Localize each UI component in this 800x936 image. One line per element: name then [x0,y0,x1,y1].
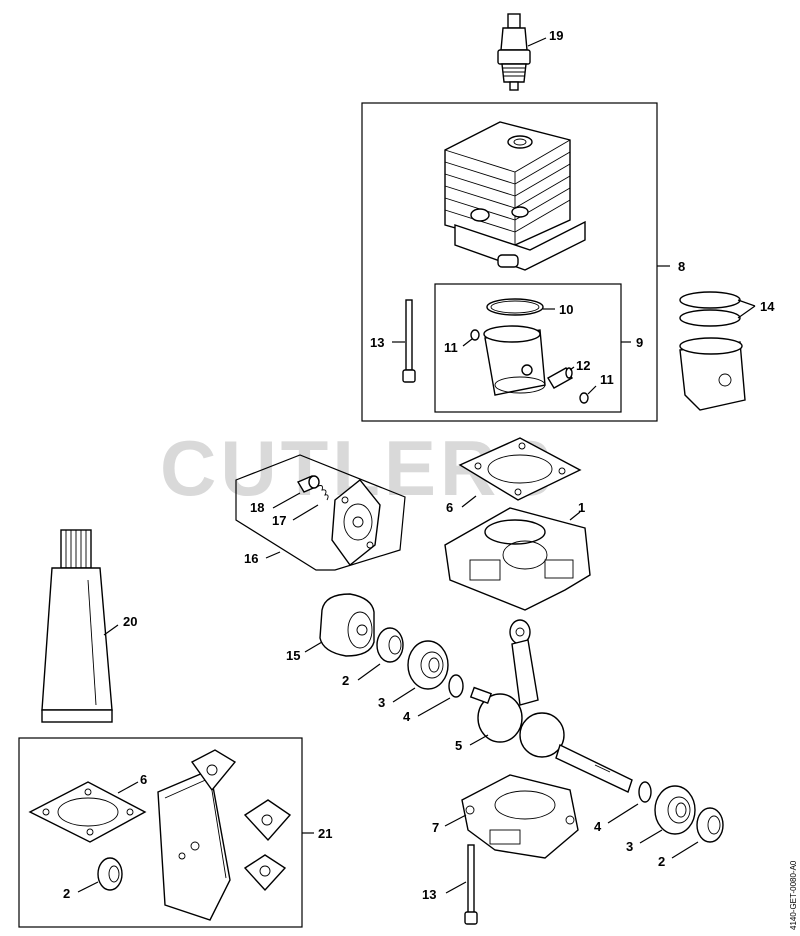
callout-18: 18 [250,500,264,515]
assembly-frame-8 [361,102,658,422]
piston [483,325,546,396]
callout-8: 8 [678,259,685,274]
callout-6: 6 [140,772,147,787]
crankcase-half-7 [461,774,579,859]
callout-13: 13 [422,887,436,902]
piston-pin [547,367,573,389]
callout-3: 3 [378,695,385,710]
callout-2: 2 [658,854,665,869]
oil-seal [376,627,404,663]
callout-21: 21 [318,826,332,841]
fan-wheel-15 [319,593,375,657]
callout-9: 9 [636,335,643,350]
oil-seal [696,807,724,843]
callout-2: 2 [342,673,349,688]
circlip [579,392,589,404]
ball-bearing [407,640,449,690]
callout-4: 4 [594,819,602,834]
callout-10: 10 [559,302,573,317]
cylinder-gasket [458,437,582,501]
assembly-frame-9 [434,283,622,413]
crankshaft [469,619,633,793]
circlip [470,329,480,341]
callout-15: 15 [286,648,300,663]
gasket-small-2 [243,799,292,842]
callout-14: 14 [760,299,775,314]
callout-19: 19 [549,28,563,43]
ball-bearing [654,785,696,835]
assembly-frame-16 [235,454,406,571]
cylinder-screw [402,299,416,383]
spring-17 [317,485,329,501]
cylinder [444,121,586,271]
callout-5: 5 [455,738,462,753]
callout-11: 11 [444,340,458,355]
grease-tube [41,529,113,723]
callout-17: 17 [272,513,286,528]
piston-ring-set [679,291,741,327]
gasket-small-3 [243,854,287,892]
callout-7: 7 [432,820,439,835]
gasket-small-1 [190,749,237,792]
piston-ring [486,298,544,316]
callout-13: 13 [370,335,384,350]
callout-3: 3 [626,839,633,854]
callout-12: 12 [576,358,590,373]
washer [638,781,652,803]
crankcase-half-1 [444,507,591,611]
callout-1: 1 [578,500,585,515]
piston-reference [679,337,746,411]
callout-11: 11 [600,372,614,387]
callout-20: 20 [123,614,137,629]
spark-plug [497,13,531,91]
washer [448,674,464,698]
crankcase-screw [464,844,478,925]
callout-4: 4 [403,709,411,724]
oil-seal [97,857,123,891]
callout-2: 2 [63,886,70,901]
drawing-code: 4140-GET-0080-A0 [789,860,798,930]
gasket-large [28,781,147,843]
callout-16: 16 [244,551,258,566]
fan-housing [331,479,381,567]
callout-6: 6 [446,500,453,515]
heat-shield-gasket [157,769,231,921]
